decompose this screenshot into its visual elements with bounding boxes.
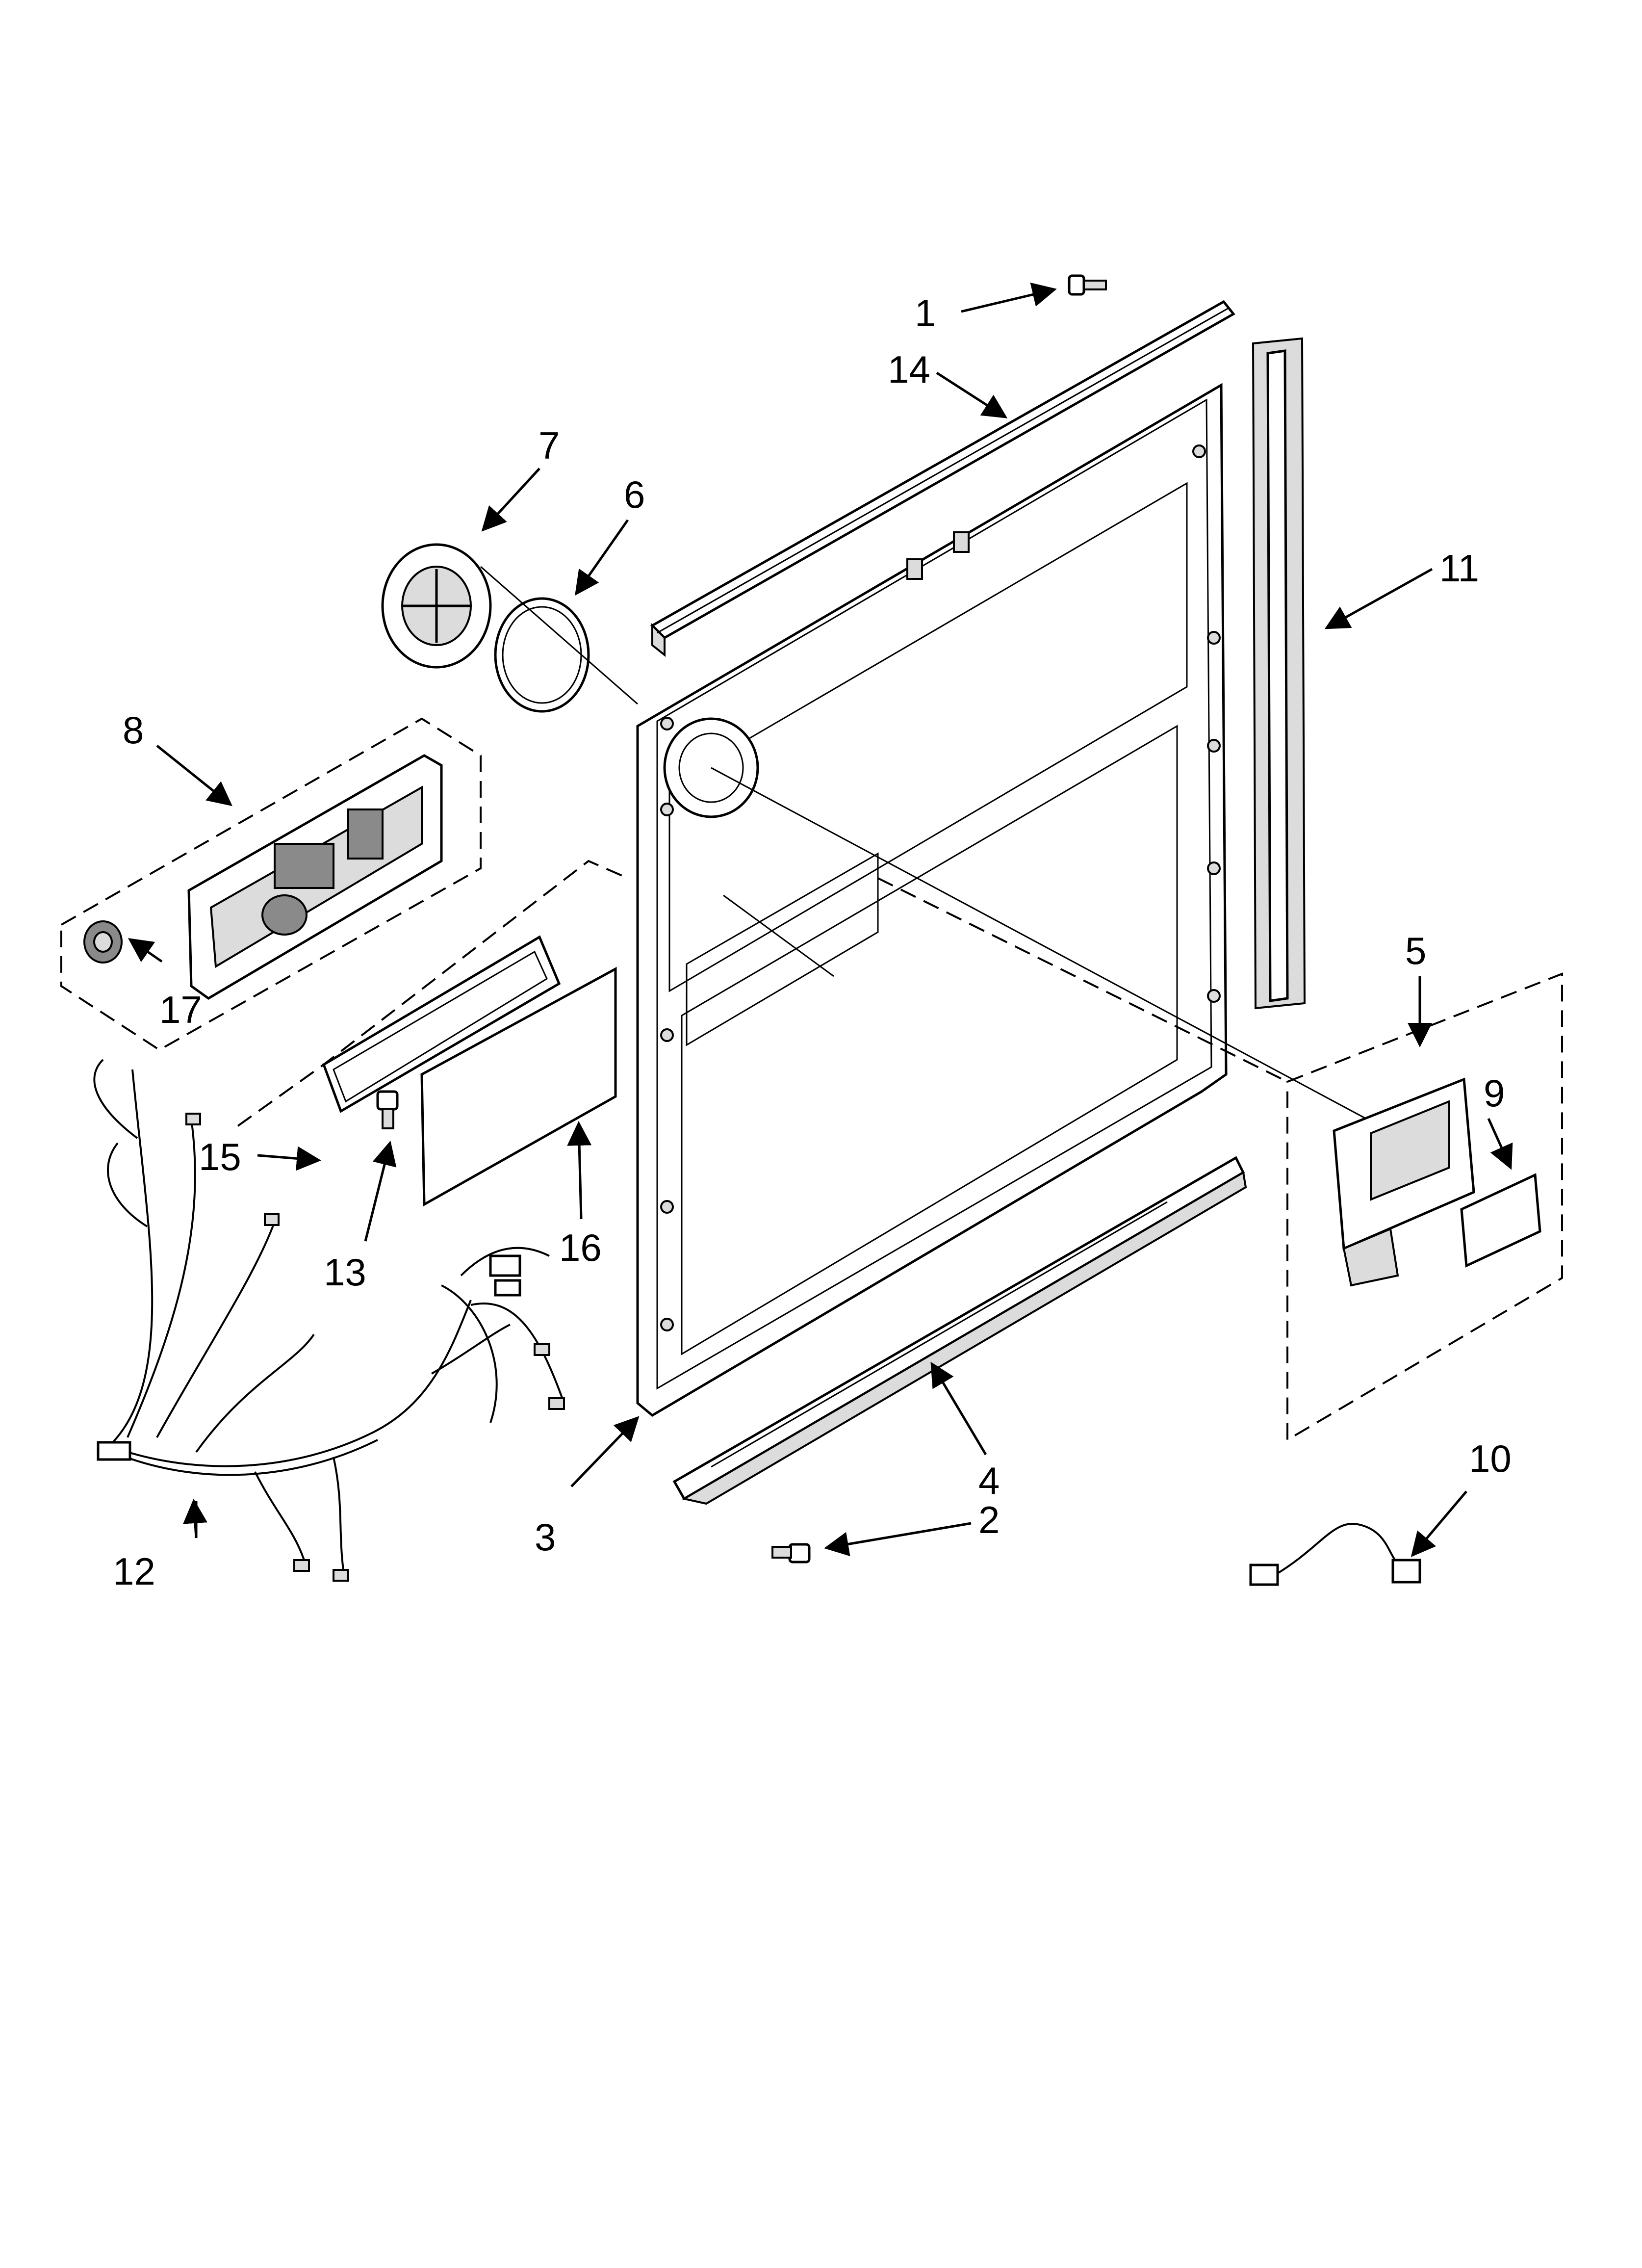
callout-14: 14	[888, 348, 930, 391]
callout-16: 16	[559, 1226, 602, 1269]
leader-7-to-panel	[480, 566, 638, 705]
control-console-assembly	[60, 717, 482, 1051]
leader-vent-to-assembly	[711, 767, 1366, 1120]
callout-arrows	[128, 283, 1513, 1557]
side-gasket	[1252, 337, 1306, 1010]
bottom-screw	[771, 1543, 811, 1564]
callout-10: 10	[1469, 1437, 1512, 1480]
vent-seal	[1460, 1173, 1541, 1268]
callout-9: 9	[1484, 1071, 1505, 1115]
callout-5: 5	[1405, 929, 1426, 972]
board-cover	[420, 966, 617, 1207]
knob	[83, 920, 123, 964]
callout-12: 12	[113, 1550, 155, 1593]
callout-13: 13	[324, 1251, 366, 1294]
callout-4: 4	[978, 1459, 1000, 1502]
wire-harness	[93, 1059, 565, 1582]
callout-7: 7	[539, 424, 560, 467]
callout-8: 8	[123, 708, 144, 752]
callout-11: 11	[1439, 547, 1479, 590]
callout-1: 1	[915, 291, 936, 335]
callout-2: 2	[978, 1498, 1000, 1541]
wire-jumper	[1249, 1523, 1421, 1586]
top-screw	[1068, 274, 1107, 296]
control-board	[322, 935, 561, 1113]
board-screw	[376, 1090, 399, 1129]
callout-3: 3	[535, 1515, 556, 1559]
vent-assembly	[1286, 972, 1563, 1442]
bottom-trim-strip	[672, 1156, 1247, 1505]
board-leader	[237, 860, 628, 1127]
inner-door-panel	[636, 383, 1228, 1417]
callout-17: 17	[159, 988, 202, 1031]
callout-6: 6	[624, 473, 645, 516]
top-trim-strip	[650, 300, 1235, 657]
vent-cap	[381, 543, 492, 669]
callout-labels: 1 14 7 6 8 11 5 9 17 15 13 16 3 4 2 10 1…	[113, 291, 1512, 1593]
callout-15: 15	[199, 1135, 241, 1178]
vent-gasket-ring	[494, 597, 590, 713]
